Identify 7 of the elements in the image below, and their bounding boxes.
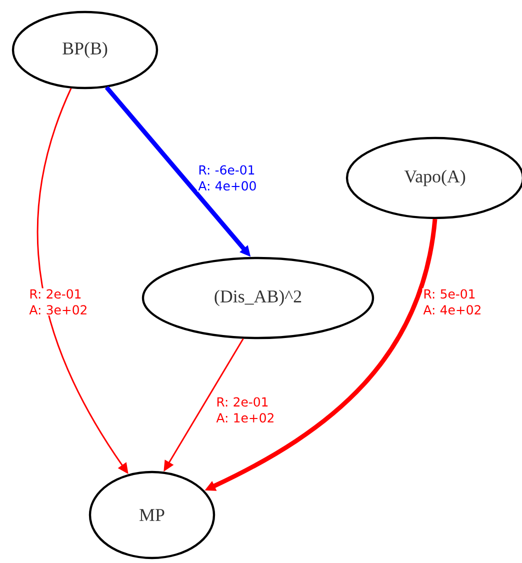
ellipse-node: (Dis_AB)^2 xyxy=(142,256,374,340)
edge-label: R: 2e-01 A: 3e+02 xyxy=(28,288,92,316)
ellipse-node: MP xyxy=(88,470,216,560)
edge-label: R: -6e-01 A: 4e+00 xyxy=(197,164,262,192)
edge-label: R: 2e-01 A: 1e+02 xyxy=(215,396,280,424)
edge-label: R: 5e-01 A: 4e+02 xyxy=(422,288,486,316)
ellipse-node: BP(B) xyxy=(12,10,158,90)
